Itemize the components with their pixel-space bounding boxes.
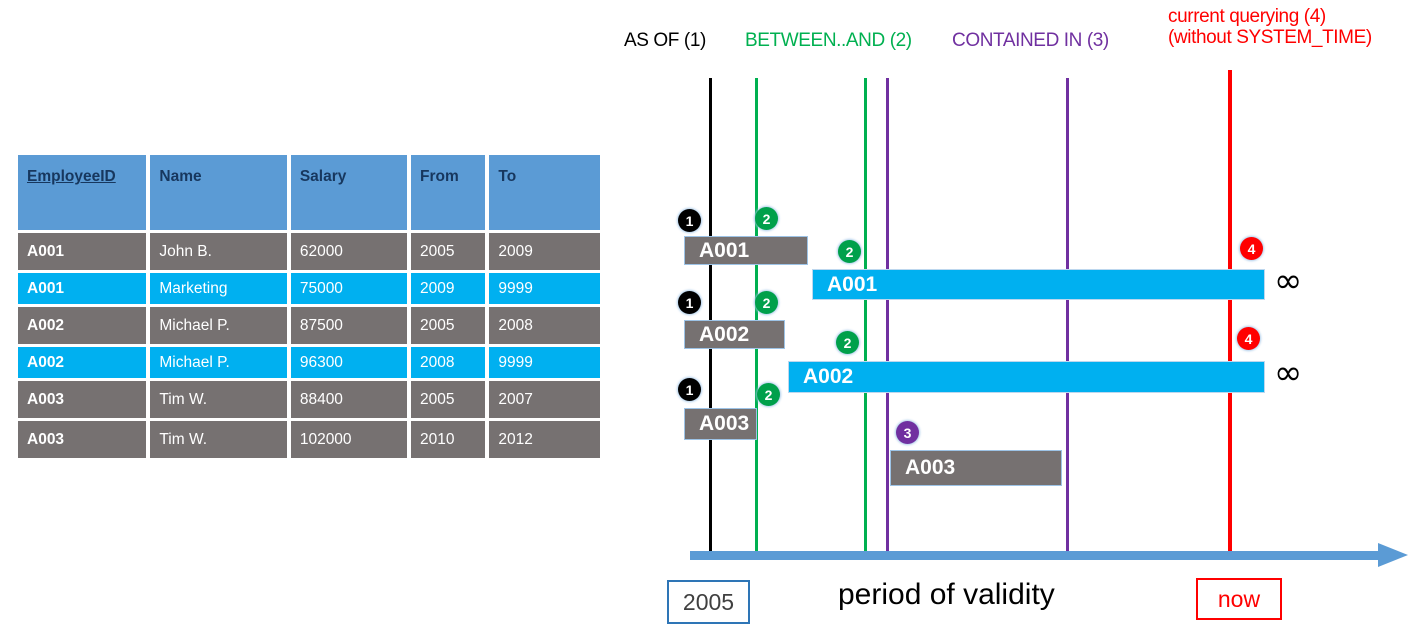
query-line-contained-start [886,78,889,556]
axis-start-label: 2005 [667,580,750,624]
table-row: A001 John B. 62000 2005 2009 [18,233,600,270]
legend-as-of: AS OF (1) [624,30,706,51]
badge-4-a001: 4 [1240,237,1263,260]
cell-name: Michael P. [150,307,287,344]
query-line-now [1228,70,1232,556]
badge-3-a003: 3 [896,421,919,444]
cell-from: 2010 [411,421,486,458]
cell-from: 2005 [411,381,486,418]
cell-to: 9999 [489,273,600,304]
bar-a003-history-2: A003 [890,450,1062,486]
query-line-as-of [709,78,712,556]
column-header-name: Name [150,155,287,230]
table-header-row: EmployeeID Name Salary From To [18,155,600,230]
bar-a002-current: A002 [788,361,1265,393]
badge-1-a001: 1 [678,209,701,232]
cell-employeeid: A002 [18,307,147,344]
cell-from: 2005 [411,233,486,270]
table-row: A003 Tim W. 88400 2005 2007 [18,381,600,418]
column-header-from: From [411,155,486,230]
badge-2-a001-start: 2 [755,207,778,230]
badge-2-a001-end: 2 [838,240,861,263]
table-header: EmployeeID Name Salary From To [18,155,600,230]
badge-1-a002: 1 [678,291,701,314]
cell-name: Tim W. [150,381,287,418]
axis-end-label: now [1196,578,1282,620]
employee-table: EmployeeID Name Salary From To A001 John… [14,152,604,461]
table-row: A003 Tim W. 102000 2010 2012 [18,421,600,458]
legend-between-and: BETWEEN..AND (2) [745,30,912,51]
query-line-between-end [864,78,867,556]
cell-employeeid: A003 [18,381,147,418]
cell-to: 2008 [489,307,600,344]
badge-2-a003: 2 [757,383,780,406]
cell-employeeid: A002 [18,347,147,378]
cell-from: 2005 [411,307,486,344]
bar-a001-history: A001 [684,236,808,265]
cell-name: John B. [150,233,287,270]
table-row: A002 Michael P. 96300 2008 9999 [18,347,600,378]
cell-name: Michael P. [150,347,287,378]
table-row: A002 Michael P. 87500 2005 2008 [18,307,600,344]
timeline-axis [690,551,1382,560]
bar-a001-current: A001 [812,269,1265,300]
cell-employeeid: A001 [18,273,147,304]
infinity-icon-a002: ∞ [1274,353,1303,393]
cell-salary: 96300 [290,347,408,378]
timeline-arrow-icon [1378,543,1408,567]
query-line-between-start [755,78,758,556]
infinity-icon-a001: ∞ [1274,261,1303,301]
cell-to: 9999 [489,347,600,378]
column-header-salary: Salary [290,155,408,230]
cell-employeeid: A003 [18,421,147,458]
badge-1-a003: 1 [678,378,701,401]
cell-name: Tim W. [150,421,287,458]
badge-2-a002-end: 2 [836,331,859,354]
cell-salary: 62000 [290,233,408,270]
axis-caption: period of validity [838,578,1055,611]
cell-employeeid: A001 [18,233,147,270]
cell-from: 2009 [411,273,486,304]
cell-to: 2009 [489,233,600,270]
legend-current-querying: current querying (4) (without SYSTEM_TIM… [1168,6,1372,49]
cell-salary: 75000 [290,273,408,304]
column-header-employeeid: EmployeeID [18,155,147,230]
cell-to: 2007 [489,381,600,418]
legend-current-line1: current querying (4) [1168,6,1326,27]
column-header-to: To [489,155,600,230]
table-row: A001 Marketing 75000 2009 9999 [18,273,600,304]
cell-from: 2008 [411,347,486,378]
cell-name: Marketing [150,273,287,304]
badge-4-a002: 4 [1237,327,1260,350]
badge-2-a002-start: 2 [755,291,778,314]
query-line-contained-end [1066,78,1069,556]
table-body: A001 John B. 62000 2005 2009 A001 Market… [18,233,600,458]
bar-a003-history-1: A003 [684,408,757,440]
bar-a002-history: A002 [684,320,785,349]
cell-salary: 87500 [290,307,408,344]
cell-salary: 102000 [290,421,408,458]
cell-to: 2012 [489,421,600,458]
legend-current-line2: (without SYSTEM_TIME) [1168,27,1372,49]
legend-contained-in: CONTAINED IN (3) [952,30,1109,51]
cell-salary: 88400 [290,381,408,418]
